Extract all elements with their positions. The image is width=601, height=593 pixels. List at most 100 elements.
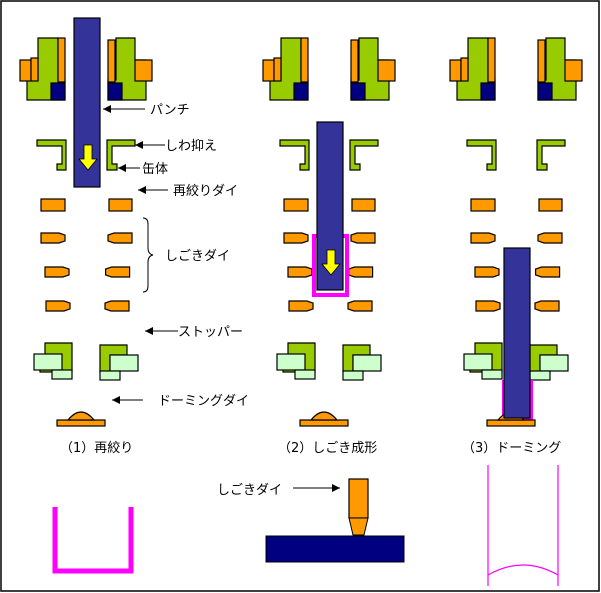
ironing-die-left: [288, 300, 314, 312]
redraw-die-arrow-head: [138, 186, 146, 194]
stage-3: [449, 37, 583, 427]
ironing-die-tip: [348, 517, 369, 536]
label-stopper: ストッパー: [178, 325, 243, 340]
upper-tool-left-insert: [57, 37, 66, 83]
down-arrow-icon: [78, 144, 98, 171]
ironing-die-left: [287, 266, 313, 278]
stopper-right-lower: [529, 370, 551, 381]
caption-stage2: （2）しごき成形: [278, 440, 377, 456]
upper-tool-right-insert: [537, 39, 546, 83]
upper-tool-right-block: [564, 59, 583, 82]
blank-holder-left: [466, 139, 497, 171]
upper-tool-right-insert: [350, 39, 359, 83]
upper-tool-left-navy: [293, 82, 309, 101]
ironing-die-left: [474, 266, 500, 278]
ironing-die-right: [105, 266, 131, 278]
ironing-die-detail: [348, 478, 369, 519]
can-body-arrow-head: [118, 164, 126, 172]
punch-arrow-head: [103, 105, 111, 113]
redraw-die-left: [283, 198, 309, 212]
upper-tool-left-block: [30, 57, 39, 82]
upper-tool-right-navy: [107, 82, 123, 101]
stopper-right-lower: [342, 370, 364, 381]
redraw-die-right: [351, 198, 376, 212]
ironing-die-right: [347, 300, 373, 312]
blank-holder-right: [536, 139, 566, 171]
stopper-left-block: [463, 353, 493, 371]
label-punch: パンチ: [150, 103, 190, 118]
stopper-right-block: [539, 354, 569, 372]
upper-tool-left-block: [262, 59, 275, 82]
ironing-die-right: [350, 232, 376, 244]
upper-tool-left-block: [460, 57, 469, 82]
stopper-right-lower: [99, 370, 121, 381]
upper-tool-left-navy: [480, 82, 496, 101]
ironing-die-right: [537, 232, 563, 244]
ironing-die-left: [45, 300, 71, 312]
stopper-left-lower: [51, 369, 73, 380]
ironing-die-detail-arrow-head: [332, 484, 340, 492]
stopper-left-lower: [294, 369, 316, 380]
ironing-die-right: [534, 300, 560, 312]
ironing-die-left: [40, 232, 66, 244]
stopper-left-block: [276, 353, 306, 371]
ironing-die-right: [104, 300, 130, 312]
stage-2: [262, 37, 396, 427]
blank-holder-left: [279, 139, 310, 171]
workpiece-bar: [265, 535, 405, 563]
redraw-die-left: [40, 198, 66, 212]
label-blank-holder: しわ抑え: [165, 139, 217, 154]
stopper-arrow-head: [145, 327, 153, 335]
stopper-right-block: [352, 354, 382, 372]
domed-can-outline: [487, 465, 559, 586]
stopper-right-block: [109, 354, 139, 372]
upper-tool-right-navy: [537, 82, 553, 101]
label-ironing-die: しごきダイ: [165, 248, 230, 264]
doming-die-base: [299, 419, 349, 427]
blank-holder-right: [349, 139, 379, 171]
blank-holder-left: [36, 139, 67, 171]
ironing-die-left: [283, 232, 309, 244]
ironing-die-left: [44, 266, 70, 278]
label-doming-die: ドーミングダイ: [158, 394, 249, 409]
ironing-die-bracket: [142, 217, 154, 293]
ironing-die-right: [107, 232, 133, 244]
upper-tool-left-insert: [300, 37, 309, 83]
label-ironing-die-detail: しごきダイ: [217, 482, 282, 498]
ironing-die-right: [535, 266, 561, 278]
redraw-die-right: [538, 198, 563, 212]
blank-holder-right: [106, 139, 136, 171]
doming-die-arrow-head: [112, 396, 120, 404]
upper-tool-right-block: [134, 59, 153, 82]
punch: [503, 247, 531, 419]
doming-die-dome: [66, 411, 96, 421]
label-can-body: 缶体: [142, 162, 168, 177]
caption-stage1: （1）再絞り: [60, 441, 133, 456]
annotations: パンチ しわ抑え 缶体 再絞りダイ しごきダイ ストッパー ドーミングダイ （1…: [52, 103, 561, 586]
down-arrow-icon: [321, 249, 341, 276]
drawn-cup: [52, 507, 134, 574]
upper-tool-right-navy: [350, 82, 366, 101]
ironing-die-right: [348, 266, 374, 278]
caption-stage3: （3）ドーミング: [462, 441, 561, 456]
upper-tool-right-block: [377, 59, 396, 82]
stopper-left-block: [33, 353, 63, 371]
upper-tool-left-block: [449, 59, 462, 82]
upper-tool-left-navy: [50, 82, 66, 101]
doming-die-base: [486, 419, 536, 427]
upper-tool-left-block: [273, 57, 282, 82]
ironing-die-left: [470, 232, 496, 244]
redraw-die-right: [108, 198, 133, 212]
stage-1: [19, 17, 153, 427]
doming-die-base: [56, 419, 106, 427]
ironing-die-left: [475, 300, 501, 312]
upper-tool-left-insert: [487, 37, 496, 83]
blank-holder-arrow-head: [135, 141, 143, 149]
redraw-die-left: [470, 198, 496, 212]
stopper-left-lower: [481, 369, 503, 380]
doming-die-dome: [309, 411, 339, 421]
label-redraw-die: 再絞りダイ: [173, 184, 238, 199]
